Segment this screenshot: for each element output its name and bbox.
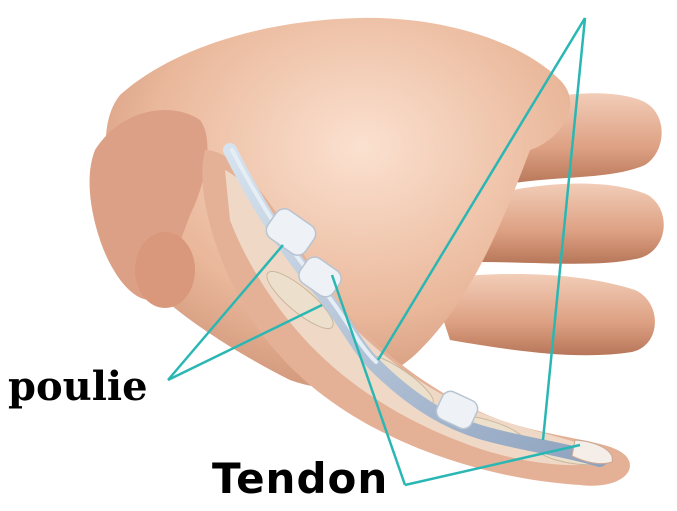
tendon-label: Tendon — [212, 458, 388, 500]
thumb-tip — [135, 232, 195, 308]
pulley-label: poulie — [8, 367, 148, 407]
